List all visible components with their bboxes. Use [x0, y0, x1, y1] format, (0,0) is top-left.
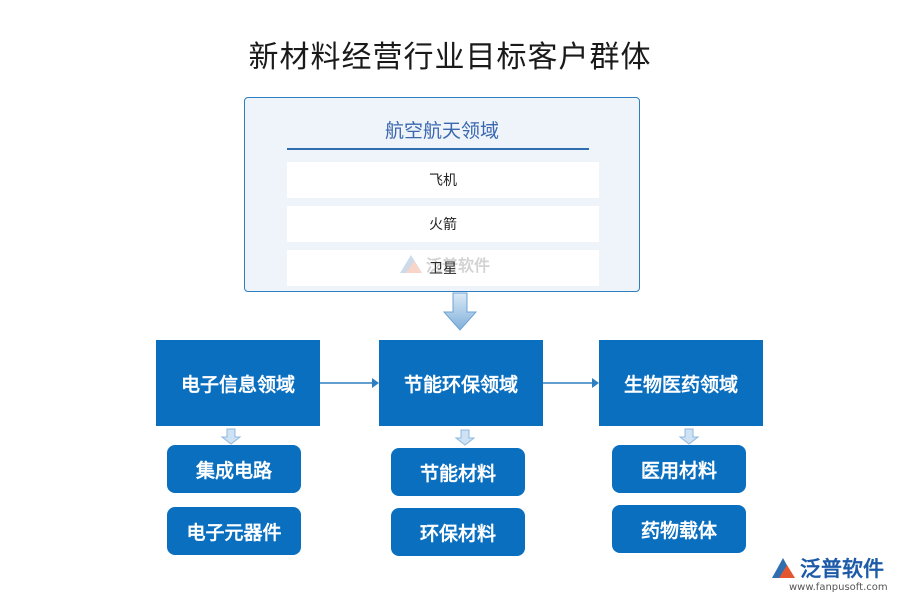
aerospace-item-aircraft: 飞机 [287, 162, 599, 198]
domain-energy-saving: 节能环保领域 [379, 340, 543, 426]
sub-integrated-circuit: 集成电路 [167, 445, 301, 493]
aerospace-item-satellite: 卫星 [287, 250, 599, 286]
divider [287, 148, 589, 150]
sub-environmental-materials: 环保材料 [391, 508, 525, 556]
small-down-arrow-icon [454, 429, 476, 446]
brand-url: www.fanpusoft.com [789, 582, 888, 593]
aerospace-title: 航空航天领域 [384, 120, 499, 142]
aerospace-panel: 航空航天领域 飞机 火箭 卫星 [244, 97, 640, 292]
domain-electronics: 电子信息领域 [156, 340, 320, 426]
right-arrow-icon [320, 378, 379, 388]
sub-drug-carriers: 药物载体 [612, 505, 746, 553]
domain-biomedical: 生物医药领域 [599, 340, 763, 426]
sub-energy-saving-materials: 节能材料 [391, 448, 525, 496]
sub-electronic-components: 电子元器件 [167, 507, 301, 555]
brand-name: 泛普软件 [800, 556, 884, 581]
brand-logo-icon [772, 558, 795, 578]
diagram-title: 新材料经营行业目标客户群体 [248, 40, 652, 75]
brand-logo: 泛普软件 [770, 553, 884, 583]
watermark-text: 泛普软件 [426, 256, 491, 275]
small-down-arrow-icon [678, 428, 700, 445]
watermark: 泛普软件 [398, 252, 490, 276]
down-arrow-icon [442, 292, 478, 331]
aerospace-item-rocket: 火箭 [287, 206, 599, 242]
watermark-logo-icon [400, 255, 422, 273]
sub-medical-materials: 医用材料 [612, 445, 746, 493]
right-arrow-icon [543, 378, 599, 388]
small-down-arrow-icon [220, 428, 242, 445]
